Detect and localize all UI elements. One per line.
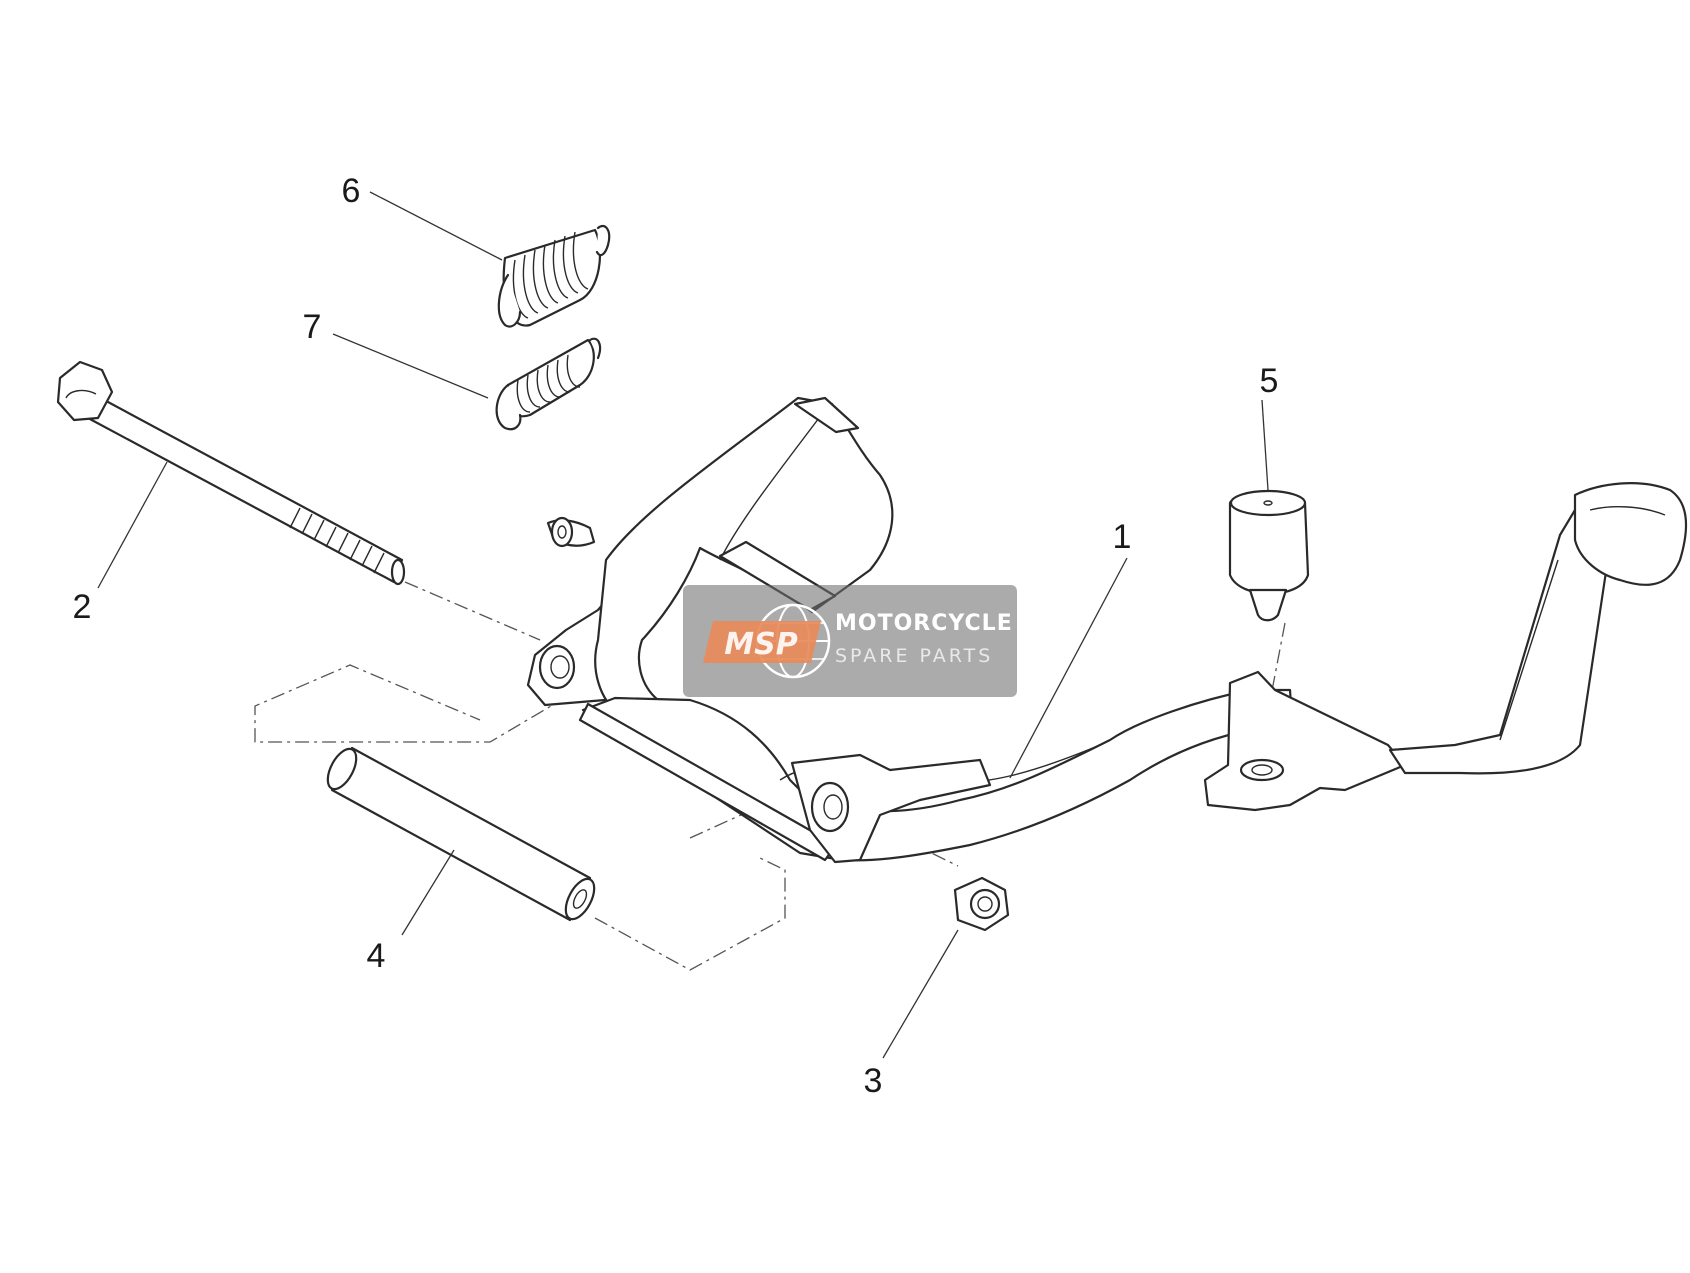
callout-4: 4 (367, 937, 386, 975)
watermark-logo-text: MSP (724, 627, 797, 662)
callout-3: 3 (864, 1062, 883, 1100)
callout-6: 6 (342, 172, 361, 210)
nut-part-3 (953, 876, 1010, 932)
spacer-tube-part-4 (326, 746, 596, 922)
leader-lines (97, 191, 1269, 1059)
rubber-buffer-part-5 (1228, 489, 1310, 622)
watermark-line2: SPARE PARTS (835, 645, 994, 667)
callout-1: 1 (1113, 518, 1132, 556)
callout-7: 7 (303, 308, 322, 346)
globe-logo-icon: MSP (703, 603, 831, 679)
callout-2: 2 (73, 588, 92, 626)
bolt-part-2 (56, 360, 406, 586)
centre-stand-part-1 (526, 396, 1688, 864)
callout-5: 5 (1260, 362, 1279, 400)
watermark-line1: MOTORCYCLE (835, 611, 1013, 636)
spring-part-7 (495, 337, 602, 431)
callouts: 1 2 3 4 5 6 7 (73, 172, 1279, 1100)
watermark: MSP MOTORCYCLE SPARE PARTS (683, 585, 1017, 697)
spring-part-6 (497, 224, 611, 328)
